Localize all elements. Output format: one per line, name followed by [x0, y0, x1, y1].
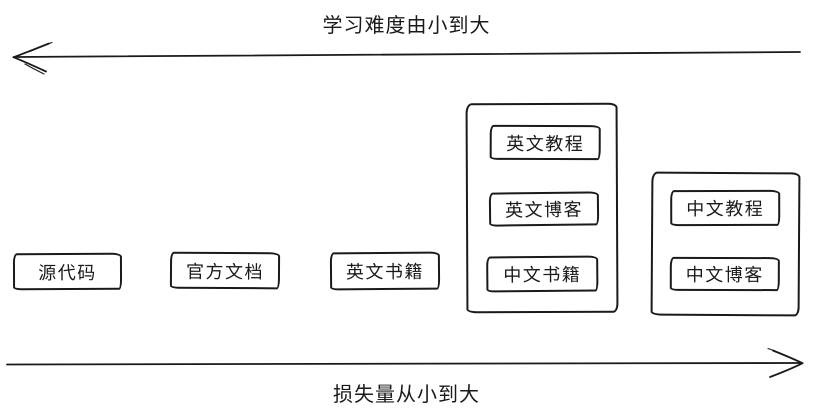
box-english-tutorials-label: 英文教程	[506, 133, 585, 155]
box-chinese-books-label: 中文书籍	[503, 264, 582, 287]
right-arrow-icon	[6, 347, 804, 378]
box-official-docs-label: 官方文档	[185, 261, 265, 283]
box-chinese-tutorials-label: 中文教程	[686, 198, 765, 221]
box-english-books-label: 英文书籍	[345, 261, 425, 284]
box-official-docs: 官方文档	[169, 251, 281, 290]
top-axis-label: 学习难度由小到大	[322, 13, 491, 37]
bottom-axis-label: 损失量从小到大	[333, 382, 480, 406]
box-source-code: 源代码	[12, 252, 123, 291]
box-chinese-blogs-label: 中文博客	[685, 264, 764, 287]
box-source-code-label: 源代码	[38, 262, 97, 284]
group-chinese-resources: 中文教程 中文博客	[650, 171, 801, 317]
box-english-tutorials: 英文教程	[489, 124, 601, 161]
box-chinese-tutorials: 中文教程	[670, 189, 781, 227]
box-chinese-blogs: 中文博客	[669, 256, 780, 292]
group-english-resources: 英文教程 英文博客 中文书籍	[465, 102, 619, 314]
box-english-blogs: 英文博客	[488, 191, 600, 227]
box-english-books: 英文书籍	[329, 251, 441, 291]
box-chinese-books: 中文书籍	[486, 255, 599, 293]
box-english-blogs-label: 英文博客	[504, 199, 584, 222]
left-arrow-icon	[12, 41, 801, 75]
